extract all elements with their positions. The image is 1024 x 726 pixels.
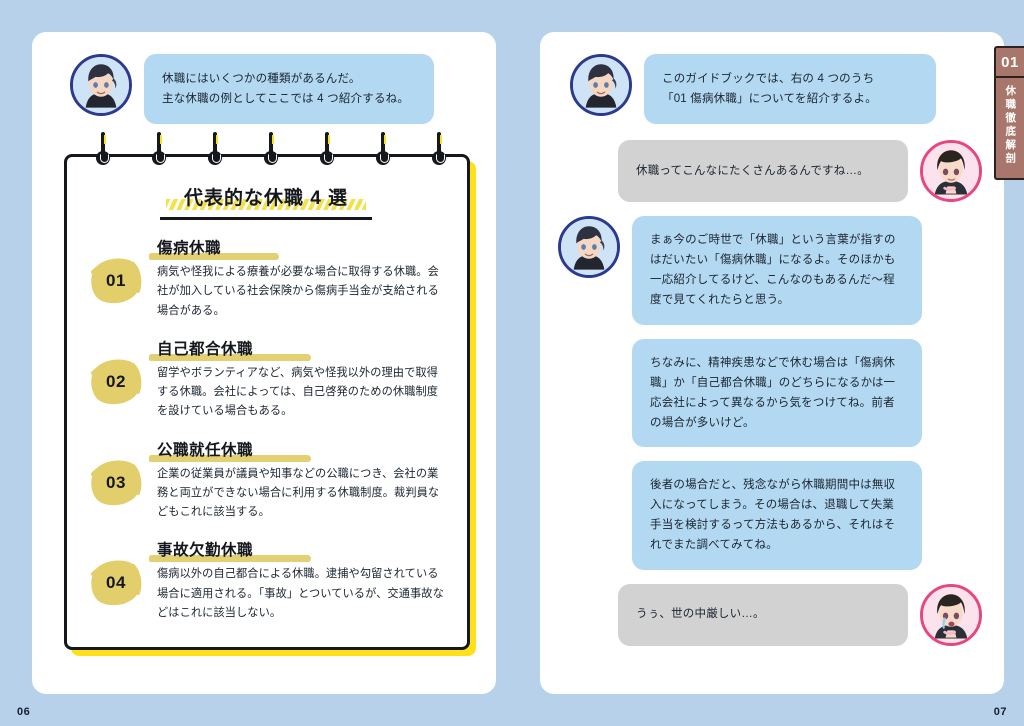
chat-bubble-text: 後者の場合だと、残念ながら休職期間中は無収入になってしまう。その場合は、退職して… [650,479,896,552]
item-title-text: 公職就任休職 [157,441,254,459]
scribble-circle-icon [91,560,142,606]
chat-row: 後者の場合だと、残念ながら休職期間中は無収入になってしまう。その場合は、退職して… [632,461,982,570]
item-description: 企業の従業員が議員や知事などの公職につき、会社の業務と両立ができない場合に利用す… [157,467,440,519]
item-title: 事故欠勤休職 [149,538,312,563]
scribble-circle-icon [91,258,142,304]
item-number: 03 [106,472,126,492]
avatar-male-mentor [558,216,620,278]
chat-bubble-text: ちなみに、精神疾患などで休む場合は「傷病休職」か「自己都合休職」のどちらになるか… [650,356,896,429]
item-title-text: 事故欠勤休職 [157,542,254,560]
item-number: 01 [106,271,126,290]
avatar-female-student [920,140,982,202]
avatar-male-mentor [570,54,632,116]
left-intro-bubble: 休職にはいくつかの種類があるんだ。 主な休職の例としてここでは 4 つ紹介するね… [144,54,434,124]
list-item: 03 公職就任休職 企業の従業員が議員や知事などの公職につき、会社の業務と両立が… [85,438,447,523]
notebook-sheet: 代表的な休職 4 選 01 [64,154,470,651]
item-title-text: 自己都合休職 [157,340,254,358]
chat-bubble: 休職ってこんなにたくさんあるんですね…。 [618,140,908,202]
list-item: 02 自己都合休職 留学やボランティアなど、病気や怪我以外の理由で取得する休職。… [85,337,447,422]
item-description: 傷病以外の自己都合による休職。逮捕や勾留されている場合に適用される。「事故」とつ… [157,568,444,619]
index-tab-chapter-01[interactable]: 01 休職徹底解剖 [994,46,1024,180]
item-body: 傷病休職 病気や怪我による療養が必要な場合に取得する休職。会社が加入している社会… [149,236,447,321]
chat-row: ちなみに、精神疾患などで休む場合は「傷病休職」か「自己都合休職」のどちらになるか… [632,338,982,447]
avatar-female-student-crying [920,583,982,646]
notebook-title-block: 代表的な休職 4 選 [85,183,447,220]
scribble-circle-icon [91,460,142,505]
item-description: 病気や怪我による療養が必要な場合に取得する休職。会社が加入している社会保険から傷… [157,266,439,317]
item-body: 事故欠勤休職 傷病以外の自己都合による休職。逮捕や勾留されている場合に適用される… [149,538,447,623]
item-body: 自己都合休職 留学やボランティアなど、病気や怪我以外の理由で取得する休職。会社に… [149,337,447,422]
item-number: 02 [106,371,126,391]
notebook: 代表的な休職 4 選 01 [64,132,476,657]
chat-thread: 休職ってこんなにたくさんあるんですね…。 [558,140,982,646]
title-underline [160,217,372,220]
chat-row: このガイドブックでは、右の 4 つのうち 「01 傷病休職」についてを紹介するよ… [570,54,982,124]
index-tab-label: 休職徹底解剖 [1004,85,1017,166]
page-number-right: 07 [993,706,1007,718]
female-student-portrait-icon [923,143,979,199]
page-left: 休職にはいくつかの種類があるんだ。 主な休職の例としてここでは 4 つ紹介するね… [32,32,496,694]
item-title: 自己都合休職 [149,337,312,361]
item-body: 公職就任休職 企業の従業員が議員や知事などの公職につき、会社の業務と両立ができな… [149,438,447,523]
left-intro-bubble-text: 休職にはいくつかの種類があるんだ。 主な休職の例としてここでは 4 つ紹介するね… [162,72,410,105]
chat-bubble-text: うぅ、世の中厳しい…。 [636,608,765,621]
chat-bubble: ちなみに、精神疾患などで休む場合は「傷病休職」か「自己都合休職」のどちらになるか… [632,338,922,447]
notebook-title: 代表的な休職 4 選 [165,183,367,215]
chat-bubble-text: まぁ今のご時世で「休職」という言葉が指すのはだいたい「傷病休職」になるよ。そのほ… [650,234,896,307]
item-number-badge: 03 [85,454,147,512]
chat-row: まぁ今のご時世で「休職」という言葉が指すのはだいたい「傷病休職」になるよ。そのほ… [558,216,982,325]
avatar-male-mentor [70,54,132,116]
notebook-title-text: 代表的な休職 4 選 [183,188,349,209]
item-title: 公職就任休職 [149,438,312,462]
female-student-crying-portrait-icon [923,586,979,643]
index-tab-number: 01 [996,54,1024,78]
male-mentor-portrait-icon [561,219,617,275]
chat-bubble: 後者の場合だと、残念ながら休職期間中は無収入になってしまう。その場合は、退職して… [632,461,922,570]
chat-bubble: まぁ今のご時世で「休職」という言葉が指すのはだいたい「傷病休職」になるよ。そのほ… [632,216,922,325]
chat-bubble: うぅ、世の中厳しい…。 [618,583,908,646]
item-number-badge: 02 [85,353,147,411]
item-number: 04 [106,573,126,593]
page-number-left: 06 [17,706,31,718]
item-description: 留学やボランティアなど、病気や怪我以外の理由で取得する休職。会社によっては、自己… [157,366,439,418]
chat-row: 休職ってこんなにたくさんあるんですね…。 [558,140,982,202]
chat-bubble: このガイドブックでは、右の 4 つのうち 「01 傷病休職」についてを紹介するよ… [644,54,936,124]
item-title: 傷病休職 [149,236,280,260]
male-mentor-portrait-icon [73,57,129,113]
chat-bubble-text: このガイドブックでは、右の 4 つのうち 「01 傷病休職」についてを紹介するよ… [662,72,877,105]
list-item: 01 傷病休職 病気や怪我による療養が必要な場合に取得する休職。会社が加入してい… [85,236,447,321]
item-number-badge: 04 [85,554,147,612]
scribble-circle-icon [91,359,142,404]
male-mentor-portrait-icon [573,57,629,113]
chat-bubble-text: 休職ってこんなにたくさんあるんですね…。 [636,164,869,177]
page-right: このガイドブックでは、右の 4 つのうち 「01 傷病休職」についてを紹介するよ… [540,32,1004,694]
chat-row: うぅ、世の中厳しい…。 [558,583,982,646]
item-title-text: 傷病休職 [157,240,222,257]
left-intro-chat-row: 休職にはいくつかの種類があるんだ。 主な休職の例としてここでは 4 つ紹介するね… [70,54,476,124]
list-item: 04 事故欠勤休職 傷病以外の自己都合による休職。逮捕や勾留されている場合に適用… [85,538,447,623]
item-number-badge: 01 [85,252,147,310]
